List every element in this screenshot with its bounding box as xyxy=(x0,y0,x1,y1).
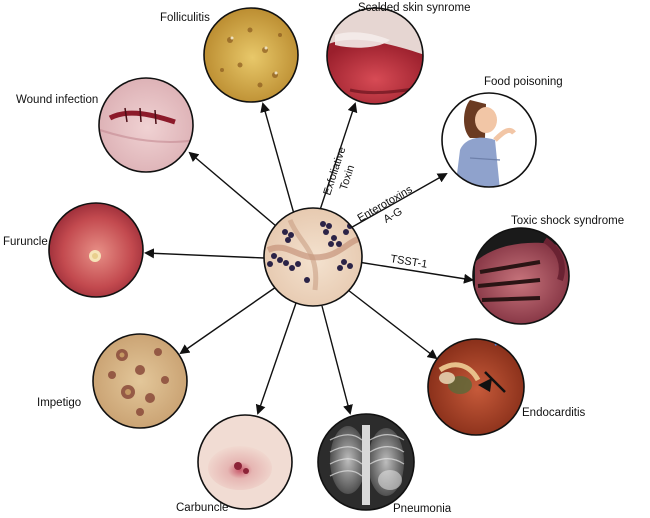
arrow-to-food-poisoning xyxy=(346,173,448,231)
furuncle-label: Furuncle xyxy=(3,236,48,248)
toxic-shock-label: Toxic shock syndrome xyxy=(511,215,624,227)
toxic-shock-image xyxy=(472,227,570,325)
scalded-skin-label: Scalded skin synrome xyxy=(358,2,471,14)
arrow-to-folliculitis xyxy=(260,102,295,215)
arrows xyxy=(144,102,474,415)
arrow-to-scalded-skin xyxy=(319,102,358,211)
wound-infection-image xyxy=(98,77,194,173)
arrow-to-wound-infection xyxy=(188,151,277,227)
impetigo-image xyxy=(92,333,188,429)
arrow-to-carbuncle xyxy=(255,302,297,415)
furuncle-image xyxy=(48,202,144,298)
center-micrograph xyxy=(263,207,363,307)
pneumonia-label: Pneumonia xyxy=(393,503,452,515)
arrow-to-endocarditis xyxy=(347,289,438,360)
folliculitis-image xyxy=(203,7,299,103)
food-poisoning-image xyxy=(441,92,537,188)
food-poisoning-label: Food poisoning xyxy=(484,76,563,88)
carbuncle-label: Carbuncle xyxy=(176,502,228,514)
folliculitis-label: Folliculitis xyxy=(160,12,210,24)
wound-infection-label: Wound infection xyxy=(16,94,98,106)
endocarditis-label: Endocarditis xyxy=(522,407,586,419)
endocarditis-image xyxy=(427,338,525,436)
scalded-skin-image xyxy=(326,7,424,105)
carbuncle-image xyxy=(197,414,293,510)
arrow-to-impetigo xyxy=(179,286,277,355)
pneumonia-image xyxy=(317,413,415,511)
arrow-to-furuncle xyxy=(144,248,265,259)
impetigo-label: Impetigo xyxy=(37,397,81,409)
arrow-to-pneumonia xyxy=(321,305,353,415)
tsst-label: TSST-1 xyxy=(390,253,429,271)
arrow-to-toxic-shock xyxy=(357,261,474,284)
